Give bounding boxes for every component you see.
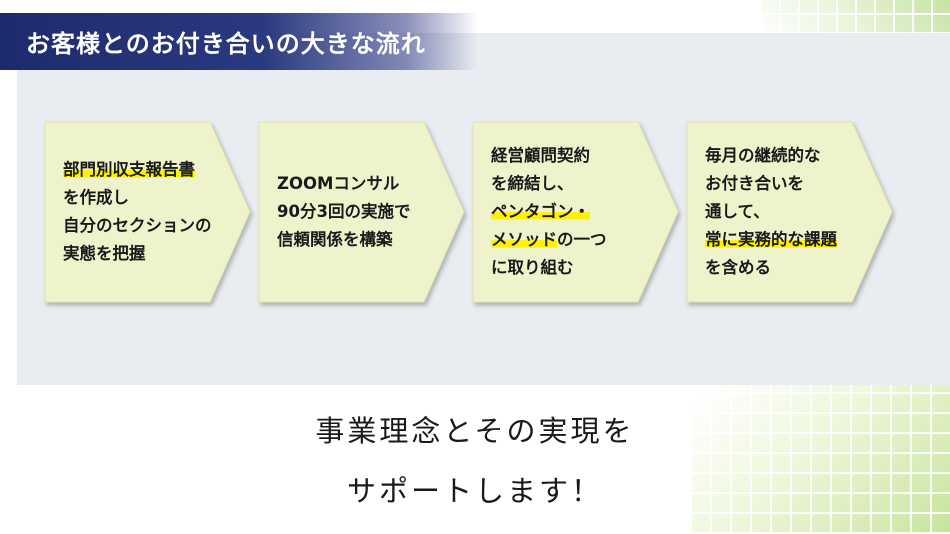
step-line: お付き合いを [705,170,875,198]
step-line-text: 自分のセクションの [63,216,212,235]
step-line-text: 90分3回の実施で [277,202,411,221]
step-line: ペンタゴン・ [491,198,661,226]
flow-step-1: 部門別収支報告書を作成し自分のセクションの実態を把握 [44,121,255,303]
step-line-text: を含める [705,258,771,277]
step-line: 毎月の継続的な [705,142,875,170]
step-line: を作成し [63,184,233,212]
step-line: 実態を把握 [63,240,233,268]
flow-step-4: 毎月の継続的なお付き合いを通して、常に実務的な課題を含める [686,121,897,303]
highlighted-text: メソッド [491,230,557,249]
step-line-text: 信頼関係を構築 [277,230,393,249]
step-line-text: 実態を把握 [63,244,146,263]
flow-step-3: 経営顧問契約を締結し、ペンタゴン・メソッドの一つに取り組む [472,121,683,303]
step-line: 通して、 [705,198,875,226]
step-line-text: 通して、 [705,202,770,221]
arrow-shape [686,121,893,303]
step-line-text: に取り組む [491,258,574,277]
step-line-text: の一つ [557,230,607,249]
step-text: 部門別収支報告書を作成し自分のセクションの実態を把握 [63,122,233,302]
step-line: 部門別収支報告書 [63,156,233,184]
step-line: ZOOMコンサル [277,170,447,198]
page-title: お客様とのお付き合いの大きな流れ [0,13,478,70]
step-line: に取り組む [491,254,661,282]
step-text: ZOOMコンサル 90分3回の実施で信頼関係を構築 [277,122,447,302]
step-line: を締結し、 [491,170,661,198]
step-text: 毎月の継続的なお付き合いを通して、常に実務的な課題を含める [705,122,875,302]
step-line: 経営顧問契約 [491,142,661,170]
step-line: 常に実務的な課題 [705,226,875,254]
step-line-text: 経営顧問契約 [491,146,590,165]
tagline-line-2: サポートします！ [346,474,603,508]
step-line: 信頼関係を構築 [277,226,447,254]
step-line: メソッドの一つ [491,226,661,254]
step-text: 経営顧問契約を締結し、ペンタゴン・メソッドの一つに取り組む [491,122,661,302]
step-line-text: ZOOMコンサル [277,174,400,193]
tagline-line-1: 事業理念とその実現を [315,414,635,448]
step-line-text: お付き合いを [705,174,804,193]
step-line: を含める [705,254,875,282]
step-line: 90分3回の実施で [277,198,447,226]
arrow-shape [258,121,465,303]
step-line-text: を作成し [63,188,129,207]
highlighted-text: 部門別収支報告書 [63,160,195,179]
step-line-text: 毎月の継続的な [705,146,821,165]
highlighted-text: ペンタゴン・ [491,202,590,221]
highlighted-text: 常に実務的な課題 [705,230,837,249]
step-line: 自分のセクションの [63,212,233,240]
step-line-text: を締結し、 [491,174,574,193]
flow-step-2: ZOOMコンサル 90分3回の実施で信頼関係を構築 [258,121,469,303]
